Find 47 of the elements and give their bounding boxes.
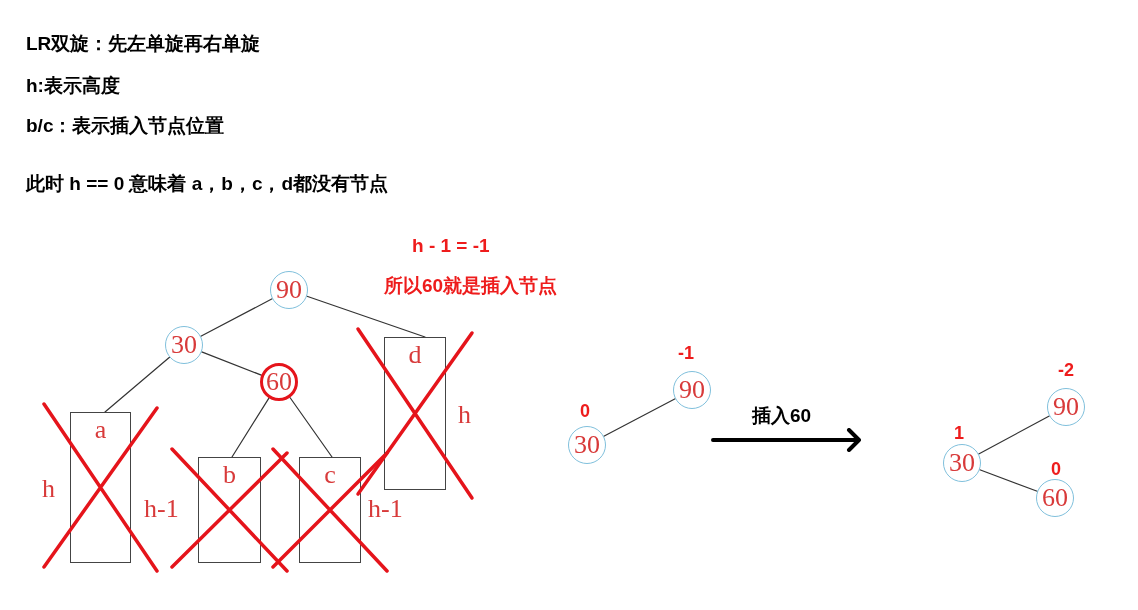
subtree-box <box>198 457 261 563</box>
tree-node <box>270 271 308 309</box>
note-text: h - 1 = -1 <box>412 234 490 258</box>
node-value: 90 <box>679 377 705 403</box>
tree-node <box>673 371 711 409</box>
balance-factor: -2 <box>1058 359 1074 382</box>
tree-node <box>165 326 203 364</box>
note-text: 所以60就是插入节点 <box>384 274 558 298</box>
tree-edge <box>978 415 1050 455</box>
tree-edge <box>104 356 171 413</box>
node-value: 30 <box>171 332 197 358</box>
height-label: h-1 <box>144 496 179 522</box>
node-value: 90 <box>276 277 302 303</box>
tree-edge <box>200 298 273 337</box>
tree-edge <box>603 398 676 437</box>
subtree-name: c <box>324 462 336 488</box>
subtree-box <box>384 337 446 490</box>
subtree-name: b <box>223 462 236 488</box>
tree-node <box>1036 479 1074 517</box>
subtree-box <box>299 457 361 563</box>
note-text: h:表示高度 <box>26 74 120 98</box>
node-value: 60 <box>266 369 292 395</box>
highlighted-tree-node <box>260 363 298 401</box>
balance-factor: 1 <box>954 422 964 445</box>
balance-factor: -1 <box>678 342 694 365</box>
subtree-name: a <box>94 417 107 443</box>
node-value: 30 <box>574 432 600 458</box>
tree-edge <box>979 469 1038 492</box>
height-label: h-1 <box>368 496 403 522</box>
node-value: 30 <box>949 450 975 476</box>
tree-edge <box>306 295 426 338</box>
tree-node <box>568 426 606 464</box>
balance-factor: 0 <box>580 400 590 423</box>
note-text: 此时 h == 0 意味着 a，b，c，d都没有节点 <box>26 172 389 196</box>
node-value: 90 <box>1053 394 1079 420</box>
note-text: 插入60 <box>752 404 812 428</box>
tree-node <box>943 444 981 482</box>
tree-edge <box>201 351 262 376</box>
subtree-box <box>70 412 131 563</box>
height-label: h <box>458 402 471 428</box>
node-value: 60 <box>1042 485 1068 511</box>
note-text: LR双旋：先左单旋再右单旋 <box>26 32 261 56</box>
tree-node <box>1047 388 1085 426</box>
subtree-name: d <box>408 342 422 368</box>
note-text: b/c：表示插入节点位置 <box>26 114 225 138</box>
balance-factor: 0 <box>1051 458 1061 481</box>
height-label: h <box>42 476 55 502</box>
